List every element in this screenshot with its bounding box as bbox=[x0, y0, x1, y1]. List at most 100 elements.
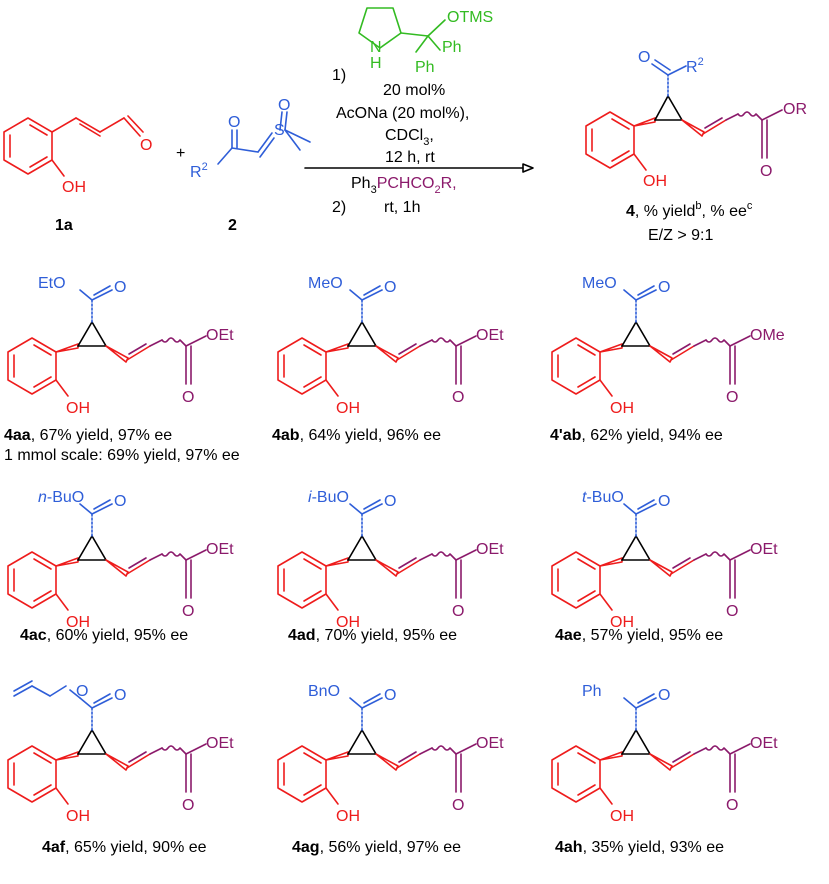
catalyst-n: N bbox=[370, 39, 382, 56]
wedge-bond bbox=[325, 751, 349, 761]
product-caption-4ac: 4ac, 60% yield, 95% ee bbox=[20, 627, 188, 644]
product-4-or: OR bbox=[783, 101, 807, 118]
wedge-bond-2 bbox=[375, 753, 399, 771]
wedge-bond bbox=[325, 557, 349, 567]
wedge-bond bbox=[599, 343, 623, 353]
ester-group: n-BuO bbox=[38, 489, 84, 506]
wedge-bond-2 bbox=[105, 559, 129, 577]
wavy-bond bbox=[161, 745, 187, 755]
ester-2-group: OEt bbox=[750, 735, 778, 752]
product-caption-4ae: 4ae, 57% yield, 95% ee bbox=[555, 627, 723, 644]
phenol-oh: OH bbox=[610, 614, 634, 631]
ester-2-carbonyl-o: O bbox=[726, 797, 738, 814]
ester-2-group: OEt bbox=[206, 541, 234, 558]
product-4-oh: OH bbox=[643, 173, 667, 190]
wedge-bond bbox=[325, 343, 349, 353]
product-4ab: OH O MeO O OEt bbox=[277, 275, 504, 417]
benzene-ring bbox=[277, 337, 327, 395]
benzene-ring bbox=[277, 551, 327, 609]
ester-2-group: OEt bbox=[476, 327, 504, 344]
wedge-bond-2 bbox=[105, 753, 129, 771]
solvent: CDCl3, bbox=[385, 127, 434, 148]
wedge-bond bbox=[55, 343, 79, 353]
benzene-ring bbox=[551, 745, 601, 803]
ester-group: MeO bbox=[308, 275, 343, 292]
benzene-ring bbox=[7, 745, 57, 803]
wedge-bond bbox=[599, 751, 623, 761]
ester-2-group: OEt bbox=[476, 735, 504, 752]
catalyst-structure: N H OTMS Ph Ph bbox=[358, 7, 493, 76]
ester-carbonyl-o: O bbox=[658, 493, 670, 510]
reactant-2-r2: R2 bbox=[190, 161, 208, 181]
wavy-bond bbox=[431, 745, 457, 755]
product-caption-2-4aa: 1 mmol scale: 69% yield, 97% ee bbox=[4, 447, 240, 464]
product-4: O R2 O OR OH 4, % yieldb, % eec E/Z > 9:… bbox=[585, 49, 807, 244]
catalyst-ph-1: Ph bbox=[442, 39, 462, 56]
wedge-bond bbox=[599, 557, 623, 567]
reactant-1a-label: 1a bbox=[55, 217, 73, 234]
ester-o: O bbox=[76, 683, 88, 700]
ester-group: MeO bbox=[582, 275, 617, 292]
phenol-oh: OH bbox=[610, 400, 634, 417]
ester-carbonyl-o: O bbox=[384, 687, 396, 704]
ester-2-group: OEt bbox=[476, 541, 504, 558]
wavy-bond bbox=[705, 337, 731, 347]
ester-2-carbonyl-o: O bbox=[726, 389, 738, 406]
ester-group: i-BuO bbox=[308, 489, 349, 506]
ester-2-group: OEt bbox=[206, 327, 234, 344]
ester-2-carbonyl-o: O bbox=[452, 389, 464, 406]
ester-2-carbonyl-o: O bbox=[182, 603, 194, 620]
wittig-reagent: Ph3PCHCO2R, bbox=[351, 175, 457, 196]
reactant-2-label: 2 bbox=[228, 217, 237, 234]
phenol-oh: OH bbox=[336, 400, 360, 417]
product-caption-4aa: 4aa, 67% yield, 97% ee bbox=[4, 427, 172, 444]
sulfoxide-o: O bbox=[278, 97, 290, 114]
step-2-label: 2) bbox=[332, 199, 346, 216]
product-4-ketone-o: O bbox=[638, 49, 650, 66]
product-caption-4ad: 4ad, 70% yield, 95% ee bbox=[288, 627, 457, 644]
reactant-1a: O OH 1a bbox=[3, 115, 152, 234]
ester-2-group: OMe bbox=[750, 327, 785, 344]
step-2-conditions: rt, 1h bbox=[384, 199, 420, 216]
benzene-ring bbox=[7, 551, 57, 609]
ester-2-group: OEt bbox=[206, 735, 234, 752]
product-4-r2: R2 bbox=[686, 56, 704, 76]
wedge-bond bbox=[55, 557, 79, 567]
phenol-oh: OH bbox=[336, 808, 360, 825]
benzene-ring bbox=[551, 551, 601, 609]
product-4-caption: 4, % yieldb, % eec bbox=[626, 200, 753, 220]
benzene-ring bbox=[277, 745, 327, 803]
ester-carbonyl-o: O bbox=[114, 279, 126, 296]
sulfur-s: S bbox=[274, 122, 285, 139]
ester-2-group: OEt bbox=[750, 541, 778, 558]
product-caption-4ag: 4ag, 56% yield, 97% ee bbox=[292, 839, 461, 856]
ester-2-carbonyl-o: O bbox=[726, 603, 738, 620]
ester-group: t-BuO bbox=[582, 489, 624, 506]
wedge-bond-2 bbox=[649, 345, 673, 363]
plus-sign: + bbox=[176, 145, 185, 162]
product-caption-4ab: 4ab, 64% yield, 96% ee bbox=[272, 427, 441, 444]
ketone-o: O bbox=[228, 114, 240, 131]
product-caption-4af: 4af, 65% yield, 90% ee bbox=[42, 839, 207, 856]
ester-group: BnO bbox=[308, 683, 340, 700]
ester-carbonyl-o: O bbox=[114, 687, 126, 704]
reaction-arrow-head bbox=[522, 163, 534, 173]
product-4-ez-ratio: E/Z > 9:1 bbox=[648, 227, 713, 244]
ester-carbonyl-o: O bbox=[384, 279, 396, 296]
wavy-bond bbox=[431, 337, 457, 347]
product-4-carbonyl-o: O bbox=[760, 163, 772, 180]
phenol-oh: OH bbox=[66, 400, 90, 417]
catalyst-h: H bbox=[370, 55, 382, 72]
catalyst-loading: 20 mol% bbox=[383, 82, 445, 99]
ester-2-carbonyl-o: O bbox=[452, 797, 464, 814]
ester-carbonyl-o: O bbox=[384, 493, 396, 510]
reaction-conditions: 1) 20 mol% AcONa (20 mol%), CDCl3, 12 h,… bbox=[304, 67, 534, 216]
ester-carbonyl-o: O bbox=[114, 493, 126, 510]
additive: AcONa (20 mol%), bbox=[336, 105, 469, 122]
phenol-oh: OH bbox=[610, 808, 634, 825]
wedge-bond-2 bbox=[375, 559, 399, 577]
